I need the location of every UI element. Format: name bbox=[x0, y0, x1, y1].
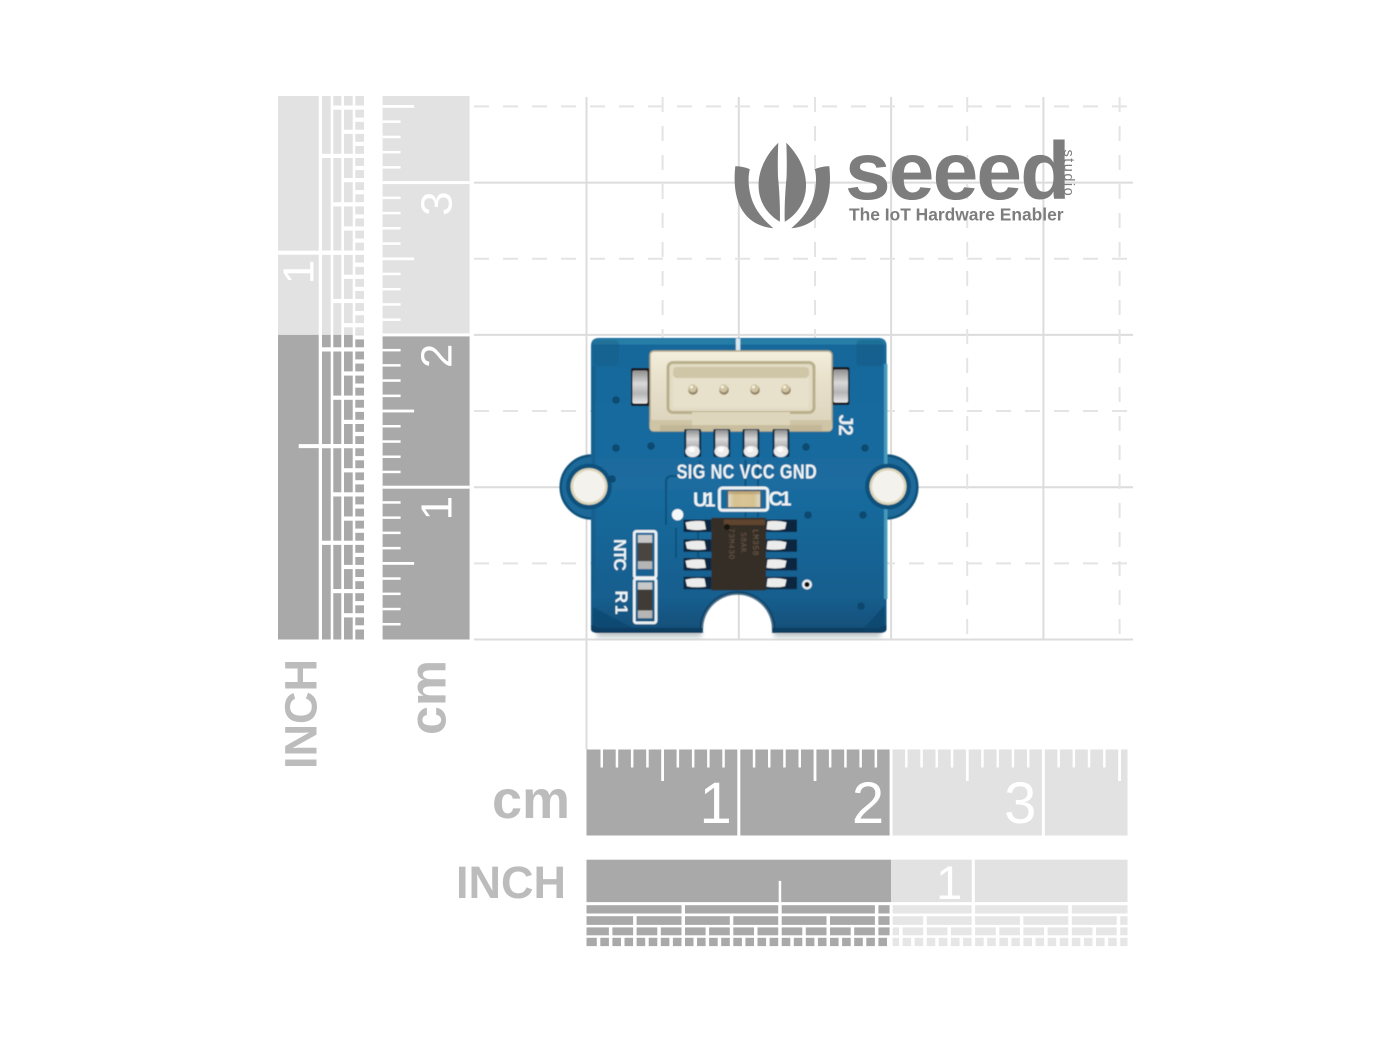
svg-text:1: 1 bbox=[413, 496, 462, 520]
svg-text:3: 3 bbox=[1004, 771, 1036, 836]
svg-text:1: 1 bbox=[936, 856, 962, 909]
svg-text:SIG NC VCC GND: SIG NC VCC GND bbox=[677, 460, 817, 483]
svg-text:1: 1 bbox=[700, 771, 732, 836]
svg-text:cm: cm bbox=[492, 770, 570, 830]
svg-text:cm: cm bbox=[400, 660, 458, 735]
svg-text:2: 2 bbox=[852, 771, 884, 836]
svg-text:S8AK: S8AK bbox=[738, 532, 747, 553]
svg-text:U1: U1 bbox=[693, 490, 716, 512]
svg-text:NTC: NTC bbox=[610, 539, 630, 571]
svg-text:INCH: INCH bbox=[276, 659, 327, 769]
svg-text:2: 2 bbox=[413, 344, 462, 368]
svg-text:seeed: seeed bbox=[845, 126, 1069, 217]
svg-text:INCH: INCH bbox=[456, 857, 566, 908]
svg-text:LM358: LM358 bbox=[750, 529, 759, 556]
svg-text:73M43O: 73M43O bbox=[726, 528, 735, 560]
svg-text:The IoT Hardware Enabler: The IoT Hardware Enabler bbox=[849, 205, 1064, 225]
svg-text:studio: studio bbox=[1060, 150, 1076, 198]
svg-text:3: 3 bbox=[413, 191, 462, 215]
svg-text:C1: C1 bbox=[769, 489, 792, 511]
svg-text:R1: R1 bbox=[612, 591, 632, 615]
svg-text:1: 1 bbox=[275, 260, 324, 284]
svg-text:J2: J2 bbox=[834, 415, 856, 436]
